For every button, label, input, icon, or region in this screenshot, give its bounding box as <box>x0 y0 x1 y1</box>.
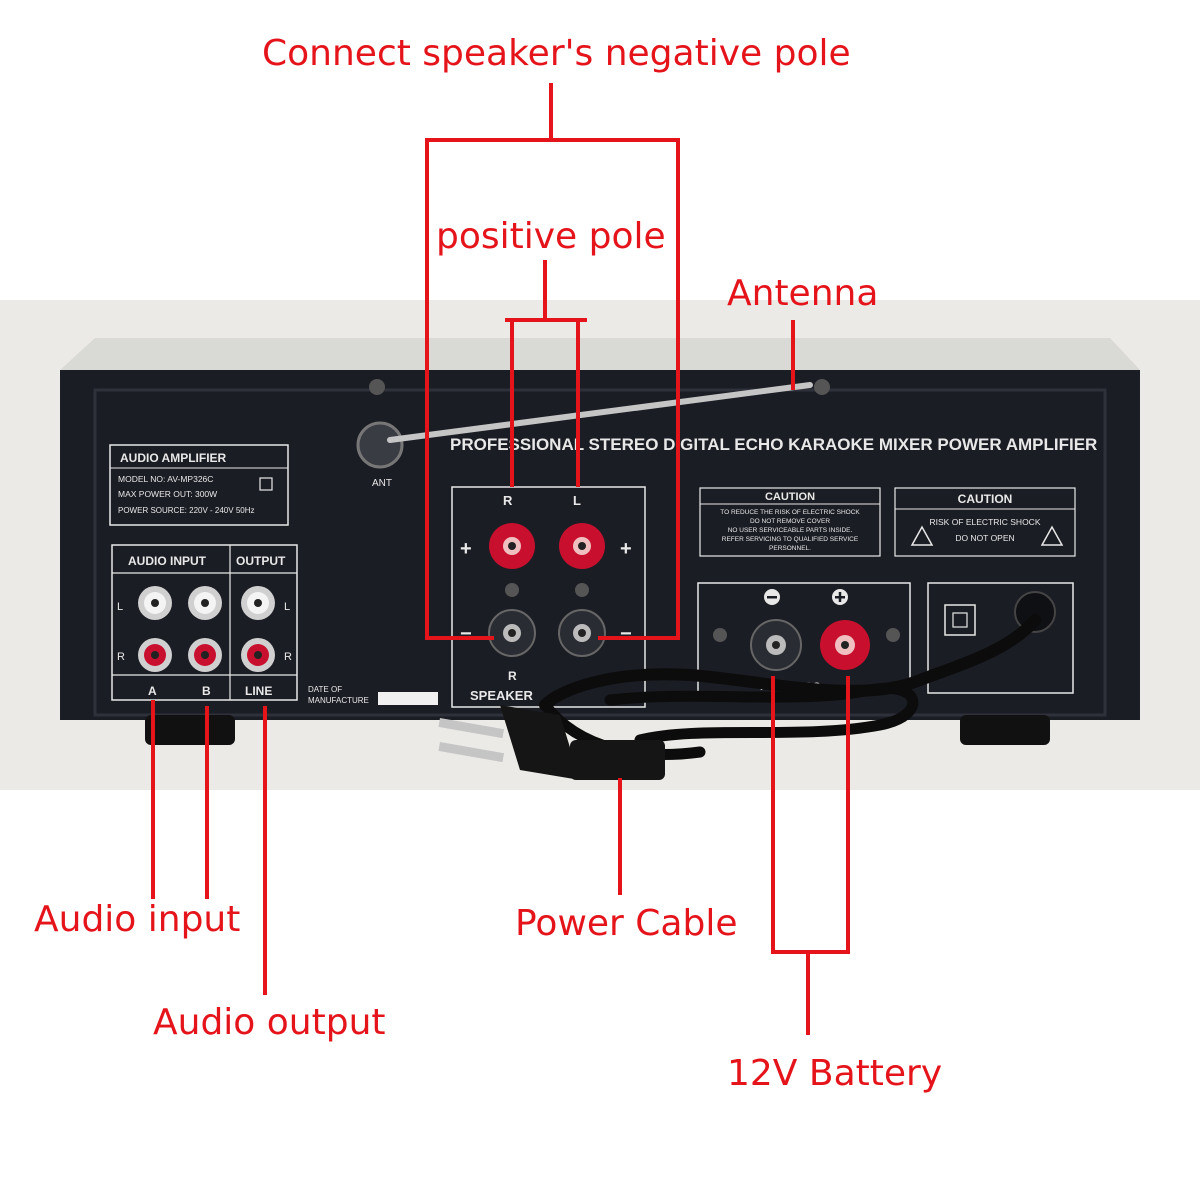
panel-main-title: PROFESSIONAL STEREO DIGITAL ECHO KARAOKE… <box>450 435 1097 454</box>
speaker-r-label-bottom: R <box>508 669 517 683</box>
annotation-leaders <box>151 83 850 1035</box>
dc-terminal-positive[interactable] <box>820 620 870 670</box>
minus-sign-left: − <box>460 623 472 645</box>
panel-border <box>93 388 1107 717</box>
caution-1-line: DO NOT REMOVE COVER <box>750 518 830 525</box>
power-cable-coil <box>604 682 919 746</box>
caution-1-line: REFER SERVICING TO QUALIFIED SERVICE <box>722 536 859 543</box>
info-label-box: AUDIO AMPLIFIER MODEL NO: AV-MP326C MAX … <box>109 444 289 526</box>
info-power: MAX POWER OUT: 300W <box>118 489 217 499</box>
screw <box>505 583 519 597</box>
speaker-label: SPEAKER <box>470 688 533 703</box>
caution-2-line: DO NOT OPEN <box>955 533 1014 543</box>
date-sticker <box>378 692 438 705</box>
right-channel-label: R <box>117 651 125 663</box>
left-channel-label: L <box>117 601 123 613</box>
info-model: MODEL NO: AV-MP326C <box>118 474 213 484</box>
power-symbol-icon <box>944 604 976 636</box>
chassis-top <box>60 338 1140 370</box>
line-label: LINE <box>245 684 272 698</box>
left-channel-label-out: L <box>284 601 290 613</box>
speaker-l-label: L <box>573 493 581 508</box>
screw <box>575 583 589 597</box>
caution-label-1: CAUTION TO REDUCE THE RISK OF ELECTRIC S… <box>699 487 881 557</box>
speaker-terminal-r-positive[interactable] <box>489 523 535 569</box>
speaker-terminal-l-positive[interactable] <box>559 523 605 569</box>
info-source: POWER SOURCE: 220V - 240V 50Hz <box>118 506 255 515</box>
callout-negative-pole: Connect speaker's negative pole <box>262 33 851 74</box>
callout-battery: 12V Battery <box>727 1053 943 1094</box>
audio-io-box: AUDIO INPUT OUTPUT L R L R A B LINE <box>111 544 298 701</box>
output-header: OUTPUT <box>236 554 286 568</box>
screw <box>713 628 727 642</box>
caution-label-2: CAUTION RISK OF ELECTRIC SHOCK DO NOT OP… <box>894 487 1076 557</box>
antenna-rod <box>387 382 813 443</box>
rca-jack-a-right[interactable] <box>138 638 172 672</box>
plus-sign-right: + <box>620 538 632 560</box>
screw <box>814 379 830 395</box>
speaker-terminal-box: R L + + − − R SPEAKER <box>451 486 646 708</box>
speaker-r-label: R <box>503 493 513 508</box>
ant-label: ANT <box>372 478 392 489</box>
warning-triangle-icon <box>910 525 934 546</box>
lightning-warning-icon <box>1040 525 1064 546</box>
plus-sign-left: + <box>460 538 472 560</box>
audio-input-header: AUDIO INPUT <box>128 554 207 568</box>
callout-positive-pole: positive pole <box>436 216 666 257</box>
rca-jack-b-right[interactable] <box>188 638 222 672</box>
callout-audio-output: Audio output <box>153 1002 386 1043</box>
channel-b-label: B <box>202 684 211 698</box>
power-plug[interactable] <box>438 705 665 780</box>
speaker-terminal-r-negative[interactable] <box>488 609 536 657</box>
screw <box>369 379 385 395</box>
antenna-connector[interactable] <box>356 421 404 469</box>
date-label-1: DATE OF <box>308 685 342 694</box>
caution-1-line: TO REDUCE THE RISK OF ELECTRIC SHOCK <box>720 509 860 516</box>
foot-left <box>145 715 235 745</box>
dc-terminal-negative[interactable] <box>750 619 802 671</box>
rca-jack-out-right[interactable] <box>241 638 275 672</box>
caution-2-title: CAUTION <box>958 492 1013 506</box>
callout-power-cable: Power Cable <box>515 903 738 944</box>
power-cable <box>539 614 1041 711</box>
rca-jack-b-left[interactable] <box>188 586 222 620</box>
date-label-2: MANUFACTURE <box>308 696 369 705</box>
screw <box>886 628 900 642</box>
speaker-terminal-l-negative[interactable] <box>558 609 606 657</box>
rca-jack-out-left[interactable] <box>241 586 275 620</box>
channel-a-label: A <box>148 684 157 698</box>
foot-right <box>960 715 1050 745</box>
caution-1-line: NO USER SERVICEABLE PARTS INSIDE. <box>728 527 853 534</box>
callout-antenna: Antenna <box>727 273 879 314</box>
right-channel-label-out: R <box>284 651 292 663</box>
caution-2-line: RISK OF ELECTRIC SHOCK <box>930 517 1041 527</box>
info-title: AUDIO AMPLIFIER <box>120 451 227 465</box>
minus-sign-right: − <box>620 623 632 645</box>
caution-1-line: PERSONNEL. <box>769 545 811 552</box>
caution-1-title: CAUTION <box>765 491 815 503</box>
callout-audio-input: Audio input <box>34 899 241 940</box>
rca-jack-a-left[interactable] <box>138 586 172 620</box>
